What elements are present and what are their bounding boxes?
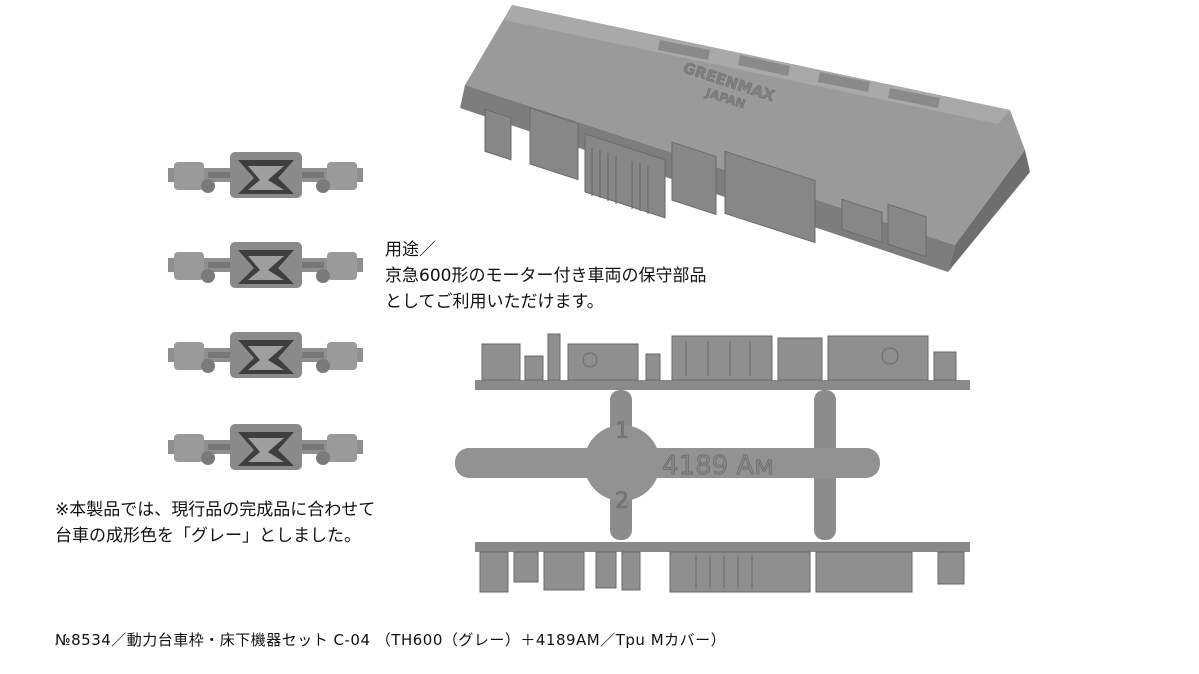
usage-line-3: としてご利用いただけます。 xyxy=(385,292,604,312)
bogie-frame-2 xyxy=(168,242,363,288)
note-line-2: 台車の成形色を「グレー」としました。 xyxy=(55,526,361,546)
sprue-marking: 4189 Aм xyxy=(662,451,774,481)
bogie-frame-1 xyxy=(168,152,363,198)
product-caption: №8534／動力台車枠・床下機器セット C-04 （TH600（グレー）＋418… xyxy=(55,631,727,649)
sprue-number-top: 1 xyxy=(615,419,629,444)
bogie-frame-3 xyxy=(168,332,363,378)
usage-heading: 用途／ xyxy=(385,240,436,260)
usage-line-2: 京急600形のモーター付き車両の保守部品 xyxy=(385,266,707,286)
bogie-frame-4 xyxy=(168,424,363,470)
underfloor-cover: GREENMAX JAPAN xyxy=(460,5,1030,272)
equipment-sprue: 1 2 4189 Aм xyxy=(455,333,970,593)
sprue-number-bottom: 2 xyxy=(615,489,629,514)
usage-text: 用途／ 京急600形のモーター付き車両の保守部品 としてご利用いただけます。 xyxy=(385,237,706,315)
note-line-1: ※本製品では、現行品の完成品に合わせて xyxy=(55,500,376,520)
note-text: ※本製品では、現行品の完成品に合わせて 台車の成形色を「グレー」としました。 xyxy=(55,497,375,549)
